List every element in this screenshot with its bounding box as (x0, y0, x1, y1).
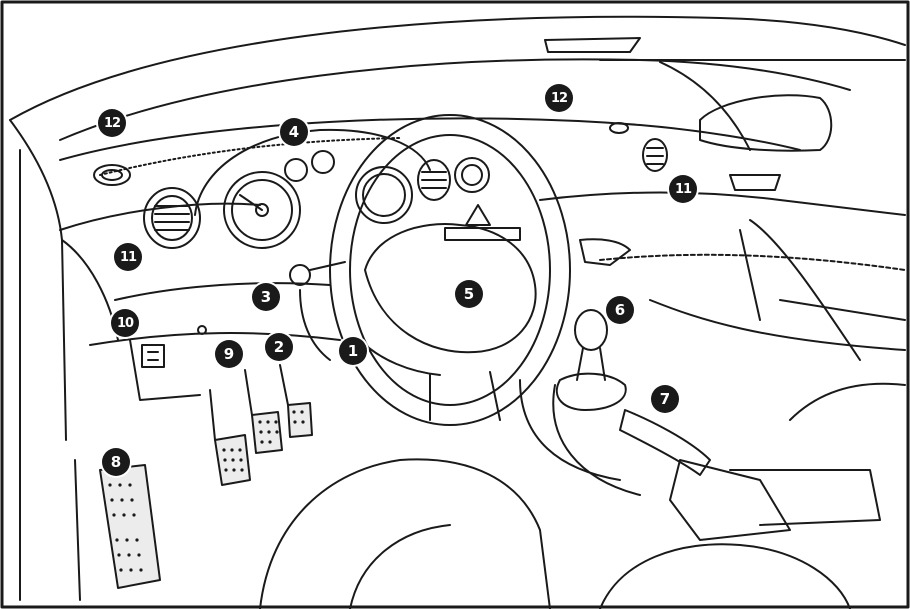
callout-12-left: 12 (98, 109, 126, 137)
pedals (100, 365, 312, 588)
callout-4: 4 (280, 118, 308, 146)
seats (260, 384, 905, 609)
callout-7: 7 (651, 385, 679, 413)
callout-2: 2 (265, 333, 293, 361)
gear-lever (520, 310, 640, 495)
handbrake (620, 410, 880, 540)
callout-8: 8 (102, 448, 130, 476)
callout-12-right: 12 (545, 84, 573, 112)
steering-wheel (330, 115, 570, 425)
left-a-pillar (10, 120, 118, 600)
windshield (10, 17, 905, 150)
callout-11-right: 11 (669, 175, 697, 203)
callout-6: 6 (606, 296, 634, 324)
callout-10: 10 (111, 309, 139, 337)
left-air-vent (144, 188, 200, 248)
callout-5: 5 (455, 280, 483, 308)
callout-11-left: 11 (114, 243, 142, 271)
lower-dash (130, 262, 345, 400)
callout-3: 3 (252, 283, 280, 311)
instrument-cluster (195, 130, 430, 248)
center-console-gauges (418, 158, 520, 240)
callout-9: 9 (215, 340, 243, 368)
callout-1: 1 (339, 337, 367, 365)
